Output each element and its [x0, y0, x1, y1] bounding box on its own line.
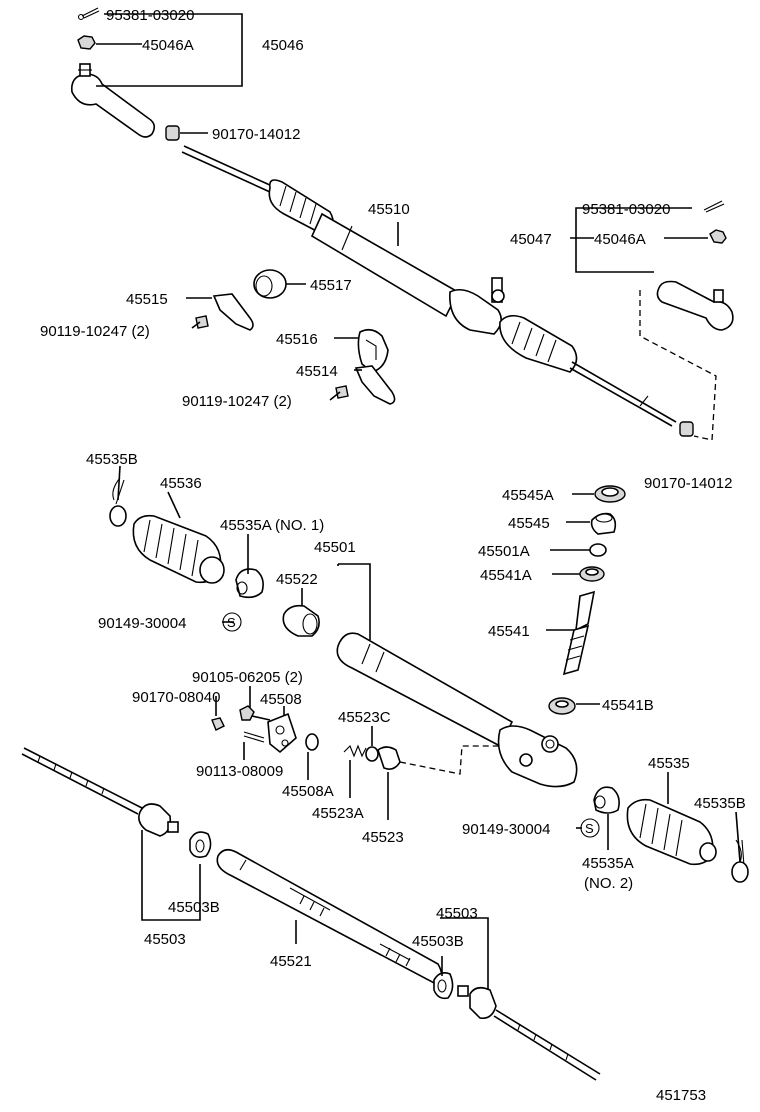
- label-45535a-no1: 45535A (NO. 1): [220, 517, 324, 534]
- label-45508: 45508: [260, 691, 302, 708]
- label-45503-right: 45503: [436, 905, 478, 922]
- label-95381-03020-top: 95381-03020: [106, 7, 194, 24]
- label-95381-03020-right: 95381-03020: [582, 201, 670, 218]
- label-90170-14012-right: 90170-14012: [644, 475, 732, 492]
- boot-right-drawing: [593, 786, 749, 883]
- inner-tie-rod-left-drawing: [21, 747, 212, 858]
- tie-rod-end-left-drawing: [70, 7, 180, 141]
- rack-housing-drawing: [282, 604, 578, 788]
- label-45535b-right: 45535B: [694, 795, 746, 812]
- label-45510: 45510: [368, 201, 410, 218]
- label-45535b-left: 45535B: [86, 451, 138, 468]
- label-45536: 45536: [160, 475, 202, 492]
- label-45545: 45545: [508, 515, 550, 532]
- label-45503b-left: 45503B: [168, 899, 220, 916]
- label-45515: 45515: [126, 291, 168, 308]
- label-45541b: 45541B: [602, 697, 654, 714]
- rack-bushings-clamps-drawing: [191, 269, 396, 405]
- label-45523: 45523: [362, 829, 404, 846]
- label-45523c: 45523C: [338, 709, 391, 726]
- label-45522: 45522: [276, 571, 318, 588]
- label-45541: 45541: [488, 623, 530, 640]
- label-s-right: S: [585, 821, 594, 836]
- label-45535a: 45535A: [582, 855, 634, 872]
- label-45501: 45501: [314, 539, 356, 556]
- label-45535: 45535: [648, 755, 690, 772]
- label-90105-06205: 90105-06205 (2): [192, 669, 303, 686]
- label-45523a: 45523A: [312, 805, 364, 822]
- label-45503b-right: 45503B: [412, 933, 464, 950]
- pinion-parts-drawing: [548, 485, 626, 715]
- label-90149-30004-right: 90149-30004: [462, 821, 550, 838]
- label-90113-08009: 90113-08009: [196, 763, 283, 780]
- label-45514: 45514: [296, 363, 338, 380]
- label-45503-left: 45503: [144, 931, 186, 948]
- label-90119-10247-a: 90119-10247 (2): [40, 323, 150, 340]
- label-45521: 45521: [270, 953, 312, 970]
- label-45501a: 45501A: [478, 543, 530, 560]
- rack-guide-plate-drawing: [211, 705, 319, 754]
- rack-bar-drawing: [216, 848, 443, 985]
- label-451753: 451753: [656, 1087, 706, 1104]
- label-90119-10247-b: 90119-10247 (2): [182, 393, 292, 410]
- label-90170-14012-top: 90170-14012: [212, 126, 300, 143]
- rack-guide-spring-drawing: [343, 744, 401, 770]
- rack-assembly-drawing: [181, 145, 677, 427]
- label-45545a: 45545A: [502, 487, 554, 504]
- tie-rod-end-right-drawing: [656, 200, 734, 437]
- label-45046a: 45046A: [142, 37, 194, 54]
- label-45541a: 45541A: [480, 567, 532, 584]
- label-45047: 45047: [510, 231, 552, 248]
- label-90170-08040: 90170-08040: [132, 689, 220, 706]
- inner-tie-rod-right-drawing: [433, 972, 601, 1081]
- label-45508a: 45508A: [282, 783, 334, 800]
- boot-left-drawing: [109, 477, 264, 599]
- label-no2: (NO. 2): [584, 875, 633, 892]
- label-90149-30004-left: 90149-30004: [98, 615, 186, 632]
- label-45516: 45516: [276, 331, 318, 348]
- label-45517: 45517: [310, 277, 352, 294]
- label-s-left: S: [227, 615, 236, 630]
- label-45046a-right: 45046A: [594, 231, 646, 248]
- label-45046: 45046: [262, 37, 304, 54]
